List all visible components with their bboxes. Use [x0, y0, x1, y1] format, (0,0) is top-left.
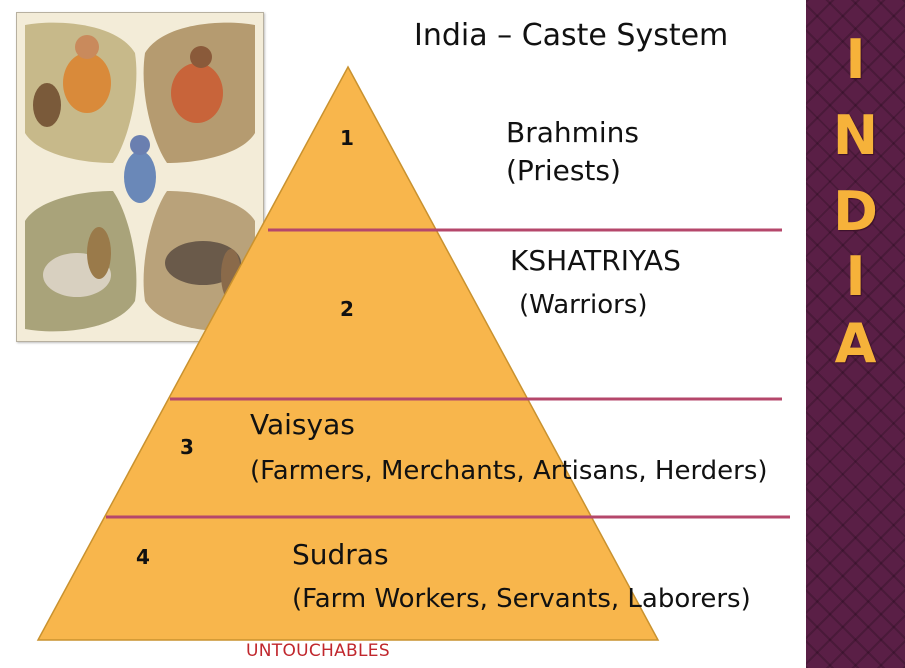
page-title: India – Caste System: [414, 18, 729, 53]
level-3-name: Vaisyas: [250, 408, 355, 441]
level-1-name: Brahmins: [506, 116, 640, 149]
collage-artwork: [25, 22, 255, 332]
banner-letter-2: N: [832, 104, 879, 167]
untouchables-label: UNTOUCHABLES: [246, 641, 390, 661]
banner-letter-3: D: [833, 180, 878, 243]
banner-letter-4: I: [845, 245, 866, 308]
level-2-name: KSHATRIYAS: [510, 244, 681, 277]
caste-illustration-image: [16, 12, 264, 342]
level-1-description: (Priests): [506, 154, 621, 187]
banner-letter-1: I: [845, 28, 866, 91]
level-1-number: 1: [340, 126, 354, 150]
banner-letter-5: A: [834, 312, 877, 375]
level-2-number: 2: [340, 297, 354, 321]
level-3-number: 3: [180, 435, 194, 459]
level-4-name: Sudras: [292, 538, 389, 571]
pyramid-shape: [36, 65, 660, 641]
level-4-description: (Farm Workers, Servants, Laborers): [292, 584, 751, 614]
level-4-number: 4: [136, 545, 150, 569]
india-banner: I N D I A: [806, 0, 905, 668]
level-3-description: (Farmers, Merchants, Artisans, Herders): [250, 456, 768, 486]
level-2-description: (Warriors): [519, 290, 648, 320]
